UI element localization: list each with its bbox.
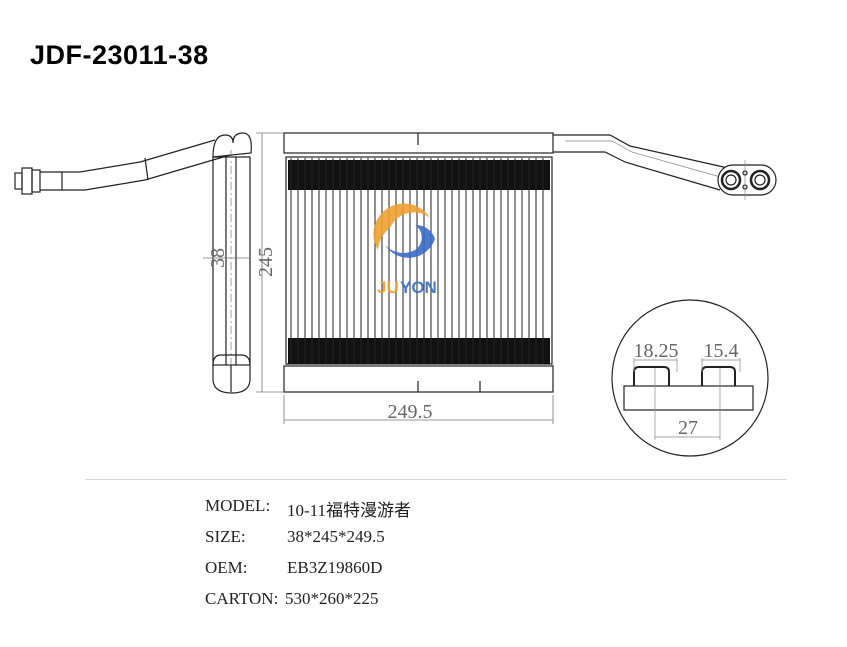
- logo-text-ju: JU: [377, 278, 399, 297]
- height-dimension: 245: [255, 247, 277, 277]
- connector-detail-view: [611, 299, 769, 457]
- pipe-a-dimension: 18.25: [634, 340, 679, 362]
- spacing-dimension: 27: [678, 417, 698, 439]
- spec-value: 38*245*249.5: [287, 527, 385, 546]
- outlet-pipe: [553, 134, 777, 200]
- juyon-logo: JU YON: [373, 203, 437, 297]
- spec-label: MODEL:: [205, 496, 271, 515]
- spec-value: EB3Z19860D: [287, 558, 383, 577]
- product-code-title: JDF-23011-38: [30, 40, 209, 70]
- spec-label: SIZE:: [205, 527, 246, 546]
- spec-label: OEM:: [205, 558, 248, 577]
- divider: [85, 479, 787, 480]
- spec-value: 530*260*225: [285, 589, 379, 608]
- spec-value: 10-11福特漫游者: [287, 501, 412, 520]
- side-view: [14, 132, 252, 394]
- depth-dimension: 38: [207, 248, 229, 268]
- spec-label: CARTON:: [205, 589, 279, 608]
- logo-text-yon: YON: [400, 278, 437, 297]
- width-dimension: 249.5: [388, 401, 433, 423]
- pipe-b-dimension: 15.4: [704, 340, 739, 362]
- core-front-view: [283, 132, 554, 393]
